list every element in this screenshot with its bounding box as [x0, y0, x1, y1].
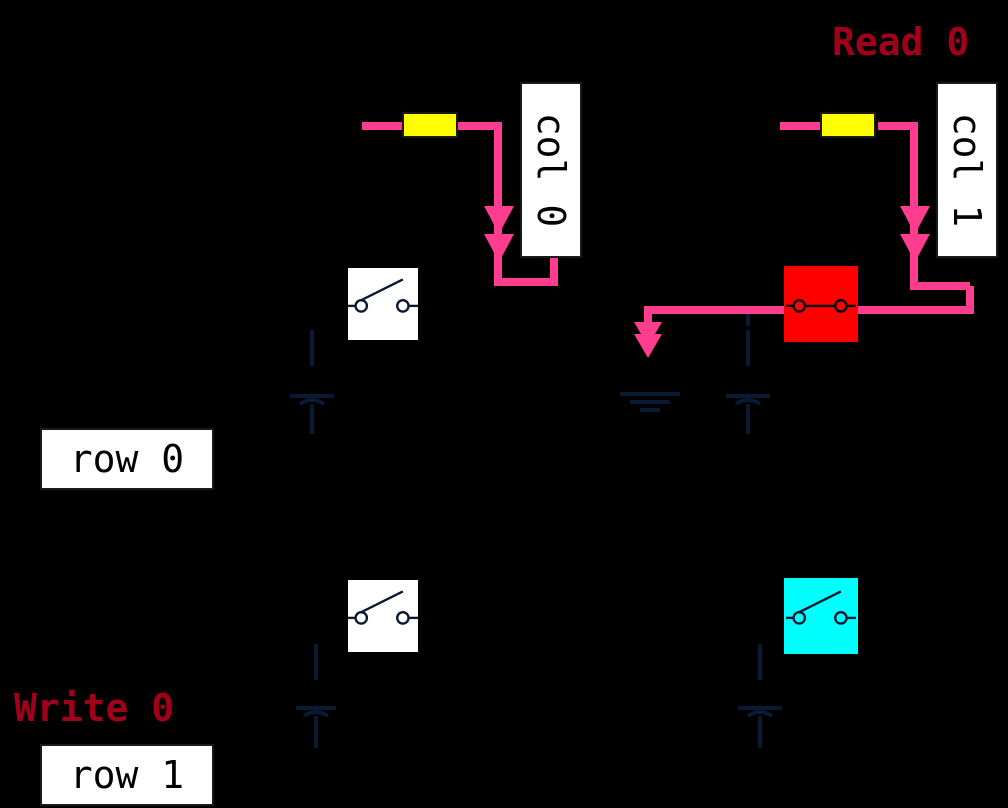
switch-icon [786, 299, 856, 313]
memory-cell-r0-c0 [346, 266, 420, 342]
column-label-0: col 0 [520, 82, 582, 258]
capacitor-icon [726, 330, 770, 434]
capacitor-icon [290, 330, 334, 434]
switch-icon [348, 590, 418, 625]
row-label-0: row 0 [40, 428, 214, 490]
resistor-icon [402, 112, 458, 138]
write-title: Write 0 [14, 686, 175, 730]
resistor-icon [820, 112, 876, 138]
arrow-down-icon [634, 206, 930, 358]
column-label-text: col 0 [529, 112, 574, 228]
memory-cell-r1-c0 [346, 578, 420, 654]
row-label-text: row 1 [69, 753, 185, 797]
column-label-text: col 1 [945, 112, 990, 228]
capacitor-icon [738, 644, 782, 748]
switch-icon [348, 278, 418, 313]
memory-cell-r1-c1 [784, 578, 858, 654]
row-label-text: row 0 [69, 437, 185, 481]
switch-icon [786, 590, 856, 625]
memory-cell-r0-c1 [784, 266, 858, 342]
row-label-1: row 1 [40, 744, 214, 806]
column-label-1: col 1 [936, 82, 998, 258]
read-title: Read 0 [832, 20, 970, 64]
arrow-down-icon [484, 206, 514, 262]
capacitor-icon [296, 644, 336, 748]
ground-icon [620, 392, 680, 412]
active-wire-col-0 [362, 122, 558, 286]
